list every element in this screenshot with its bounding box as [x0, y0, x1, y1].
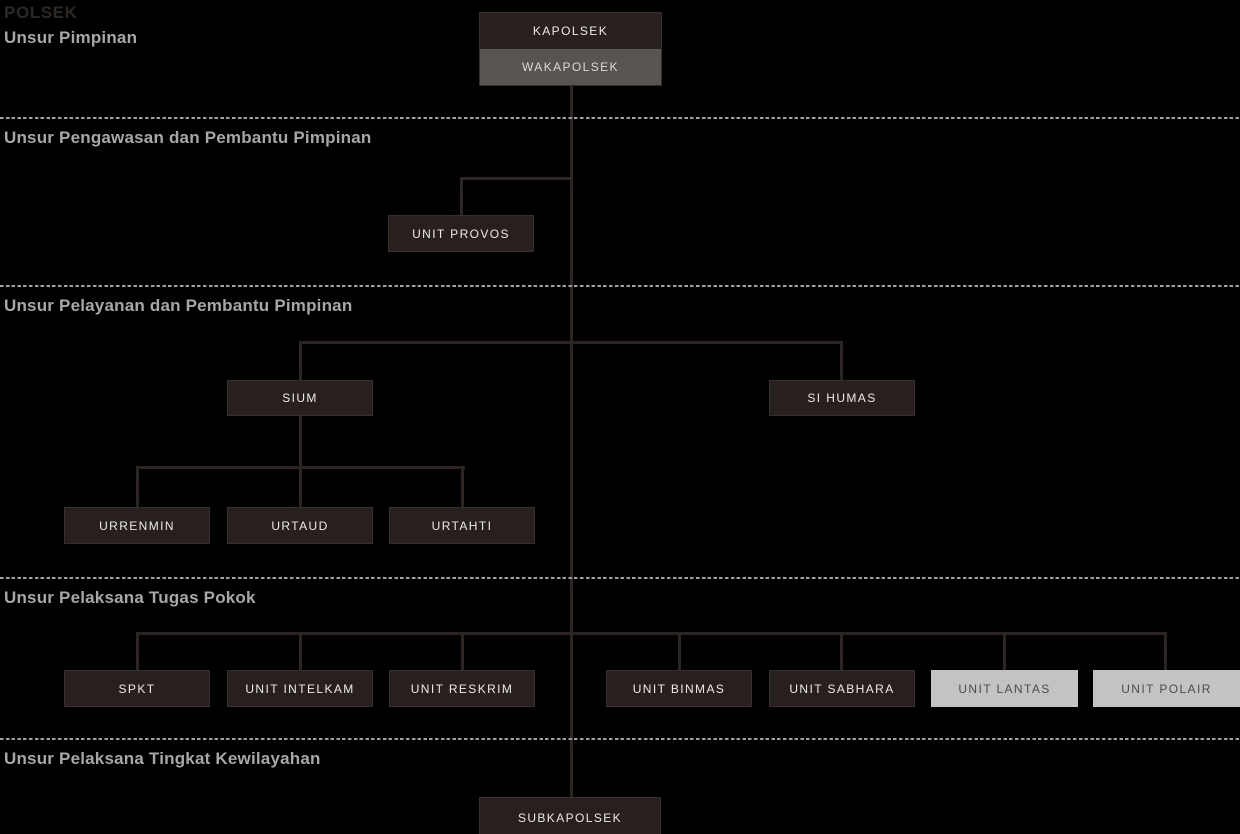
section-separator: [0, 577, 1240, 579]
connector-segment: [299, 466, 302, 507]
connector-segment: [840, 632, 843, 670]
node-unit-binmas: UNIT BINMAS: [606, 670, 752, 707]
node-unit-intelkam: UNIT INTELKAM: [227, 670, 373, 707]
connector-segment: [460, 177, 463, 215]
connector-segment: [1164, 632, 1167, 670]
node-unit-polair: UNIT POLAIR: [1093, 670, 1240, 707]
section-separator: [0, 738, 1240, 740]
node-si-humas: SI HUMAS: [769, 380, 915, 416]
connector-segment: [299, 341, 843, 344]
connector-segment: [136, 632, 139, 670]
node-subkapolsek: SUBKAPOLSEK: [479, 797, 661, 834]
node-kapolsek: KAPOLSEK: [480, 13, 661, 49]
node-kapolsek-wakapolsek: KAPOLSEK WAKAPOLSEK: [479, 12, 662, 86]
section-heading-kewilayahan: Unsur Pelaksana Tingkat Kewilayahan: [4, 749, 321, 768]
connector-segment: [136, 466, 139, 507]
connector-segment: [299, 415, 302, 468]
page-title: POLSEK: [4, 3, 78, 22]
section-heading-pengawasan: Unsur Pengawasan dan Pembantu Pimpinan: [4, 128, 372, 147]
connector-segment: [678, 632, 681, 670]
connector-segment: [461, 632, 464, 670]
node-urtaud: URTAUD: [227, 507, 373, 544]
connector-segment: [136, 632, 1166, 635]
node-spkt: SPKT: [64, 670, 210, 707]
node-urrenmin: URRENMIN: [64, 507, 210, 544]
section-heading-pelayanan: Unsur Pelayanan dan Pembantu Pimpinan: [4, 296, 353, 315]
connector-segment: [840, 341, 843, 380]
connector-segment: [299, 341, 302, 380]
node-wakapolsek: WAKAPOLSEK: [480, 49, 661, 85]
node-unit-sabhara: UNIT SABHARA: [769, 670, 915, 707]
node-unit-provos: UNIT PROVOS: [388, 215, 534, 252]
section-separator: [0, 117, 1240, 119]
node-sium: SIUM: [227, 380, 373, 416]
node-unit-lantas: UNIT LANTAS: [931, 670, 1078, 707]
trunk-line: [570, 85, 573, 797]
connector-segment: [460, 177, 572, 180]
connector-segment: [299, 632, 302, 670]
section-heading-pimpinan: Unsur Pimpinan: [4, 28, 138, 47]
connector-segment: [1003, 632, 1006, 670]
section-heading-pelaksana-pokok: Unsur Pelaksana Tugas Pokok: [4, 588, 256, 607]
node-unit-reskrim: UNIT RESKRIM: [389, 670, 535, 707]
connector-segment: [461, 466, 464, 507]
node-urtahti: URTAHTI: [389, 507, 535, 544]
section-separator: [0, 285, 1240, 287]
